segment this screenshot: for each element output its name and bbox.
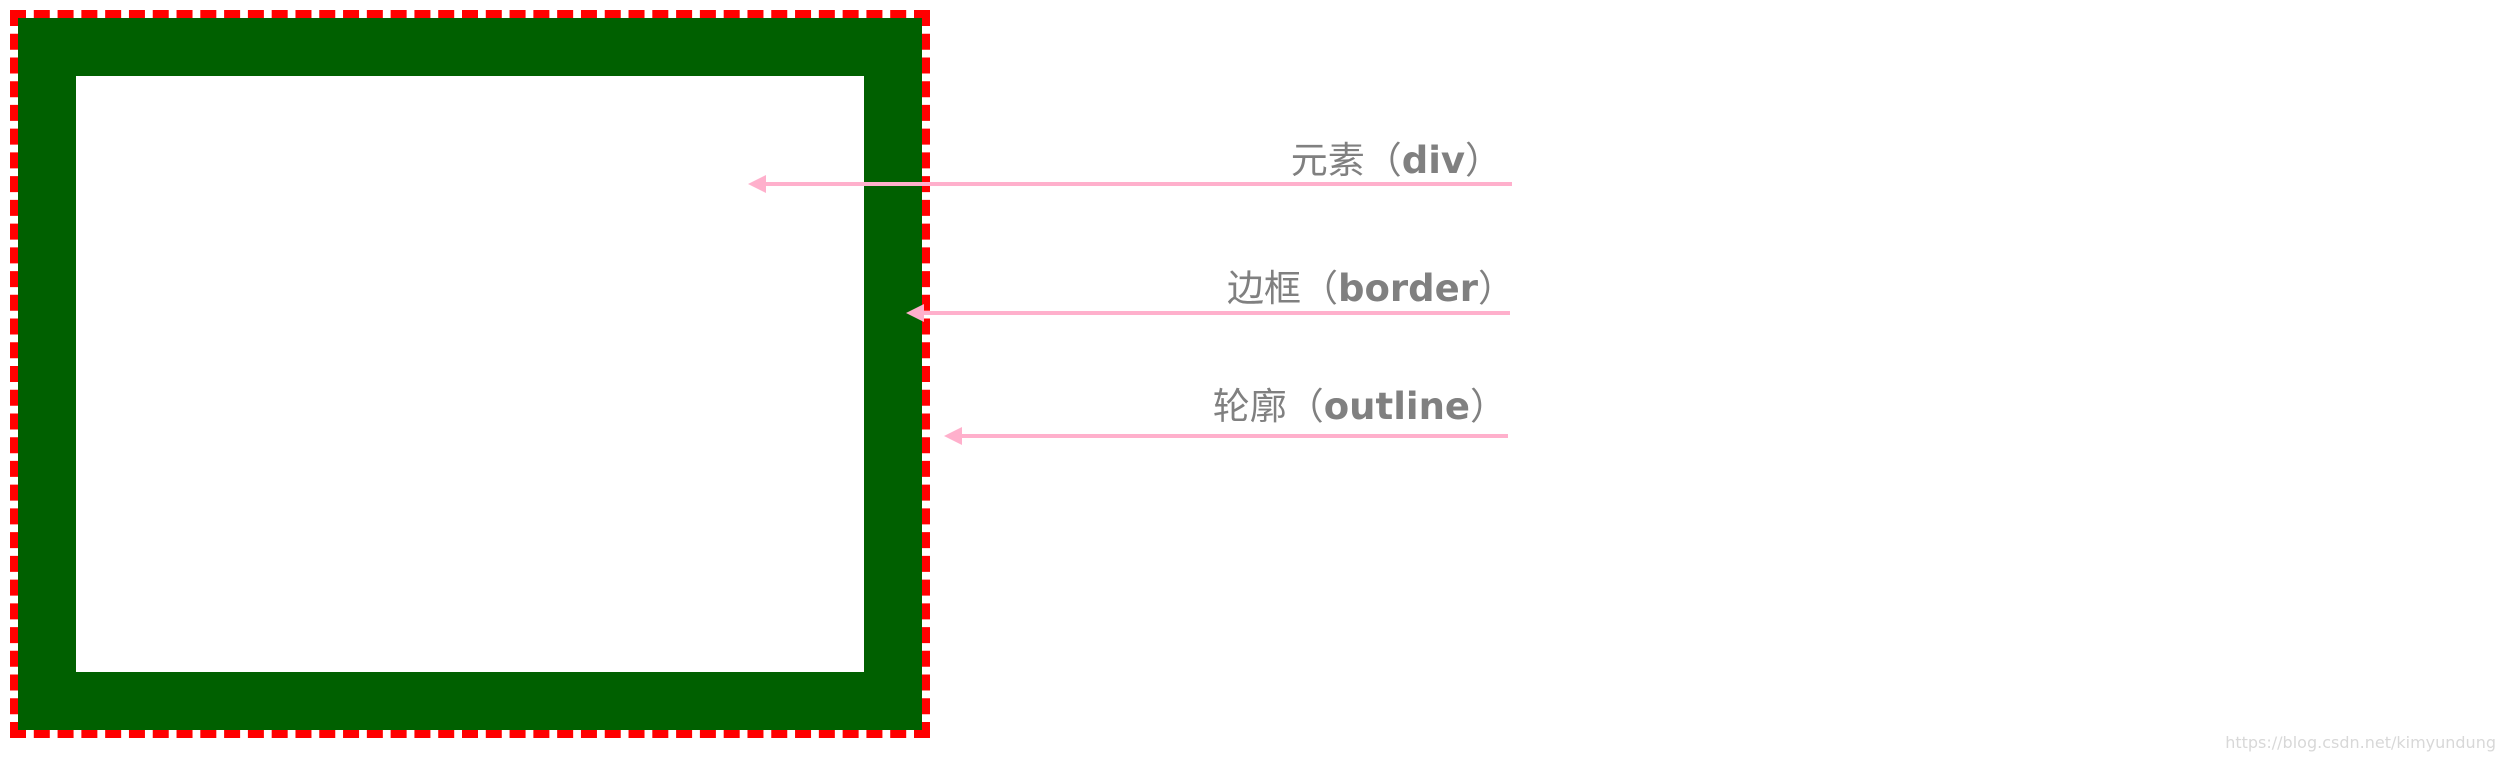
- element-content-box: [76, 76, 864, 672]
- outline-label-suffix: ）: [1470, 385, 1507, 428]
- border-label-prefix: 边框（: [1227, 267, 1339, 310]
- border-label: 边框（border）: [1227, 270, 1515, 307]
- element-pointer-arrow: [748, 175, 1512, 193]
- border-label-suffix: ）: [1478, 267, 1515, 310]
- element-label: 元素（div）: [1291, 142, 1502, 179]
- watermark: https://blog.csdn.net/kimyundung: [2225, 733, 2496, 752]
- element-label-prefix: 元素（: [1290, 139, 1402, 182]
- outline-pointer-arrow: [944, 427, 1508, 445]
- outline-label-prefix: 轮廓（: [1212, 385, 1324, 428]
- outline-label: 轮廓（outline）: [1213, 388, 1507, 425]
- element-label-keyword: div: [1401, 139, 1465, 182]
- outline-dashed-box: [10, 10, 930, 738]
- border-label-keyword: border: [1338, 267, 1478, 310]
- border-pointer-arrow: [906, 304, 1510, 322]
- element-label-suffix: ）: [1465, 139, 1502, 182]
- outline-label-keyword: outline: [1323, 385, 1470, 428]
